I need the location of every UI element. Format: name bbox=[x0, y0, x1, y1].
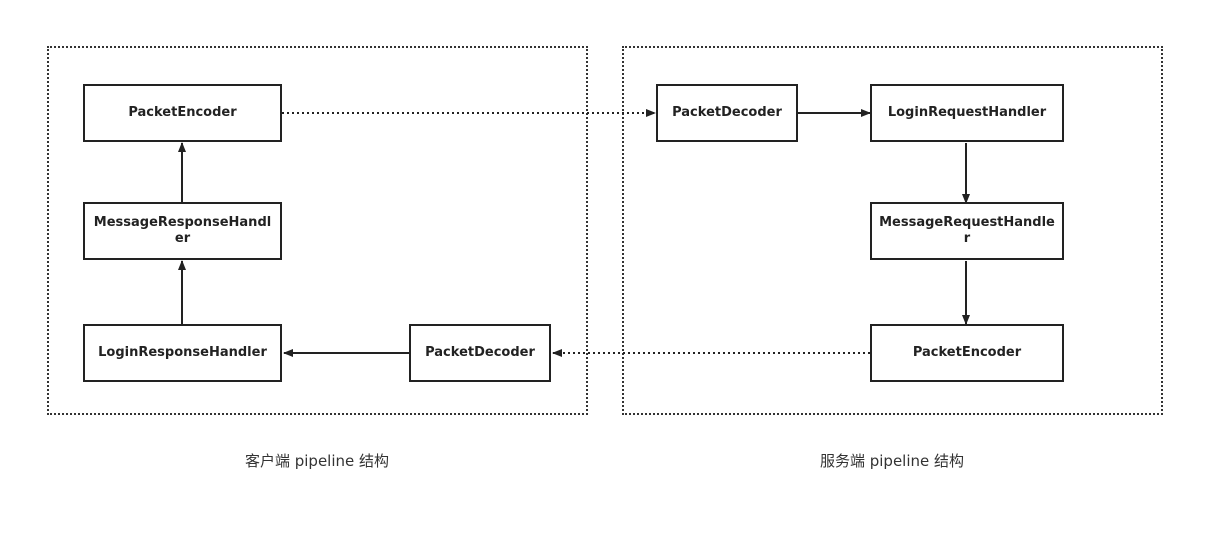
client-pipeline-group bbox=[47, 46, 588, 415]
client-pipeline-caption: 客户端 pipeline 结构 bbox=[244, 452, 390, 470]
server-pipeline-group bbox=[622, 46, 1163, 415]
client-packet-encoder-node: PacketEncoder bbox=[83, 84, 282, 142]
client-packet-encoder-label: PacketEncoder bbox=[128, 105, 237, 120]
client-packet-decoder-label: PacketDecoder bbox=[425, 345, 535, 360]
server-packet-encoder-label: PacketEncoder bbox=[912, 345, 1022, 360]
server-login-request-handler-node: LoginRequestHandler bbox=[870, 84, 1064, 142]
server-message-request-handler-label: MessageRequestHandler bbox=[879, 215, 1055, 246]
server-packet-decoder-node: PacketDecoder bbox=[656, 84, 798, 142]
client-packet-decoder-node: PacketDecoder bbox=[409, 324, 551, 382]
client-login-response-handler-node: LoginResponseHandler bbox=[83, 324, 282, 382]
client-login-response-handler-label: LoginResponseHandler bbox=[98, 345, 267, 360]
server-message-request-handler-node: MessageRequestHandler bbox=[870, 202, 1064, 260]
server-login-request-handler-label: LoginRequestHandler bbox=[887, 105, 1047, 120]
client-message-response-handler-label: MessageResponseHandler bbox=[93, 215, 272, 246]
server-pipeline-caption: 服务端 pipeline 结构 bbox=[819, 452, 965, 470]
server-packet-encoder-node: PacketEncoder bbox=[870, 324, 1064, 382]
server-packet-decoder-label: PacketDecoder bbox=[672, 105, 782, 120]
client-message-response-handler-node: MessageResponseHandler bbox=[83, 202, 282, 260]
